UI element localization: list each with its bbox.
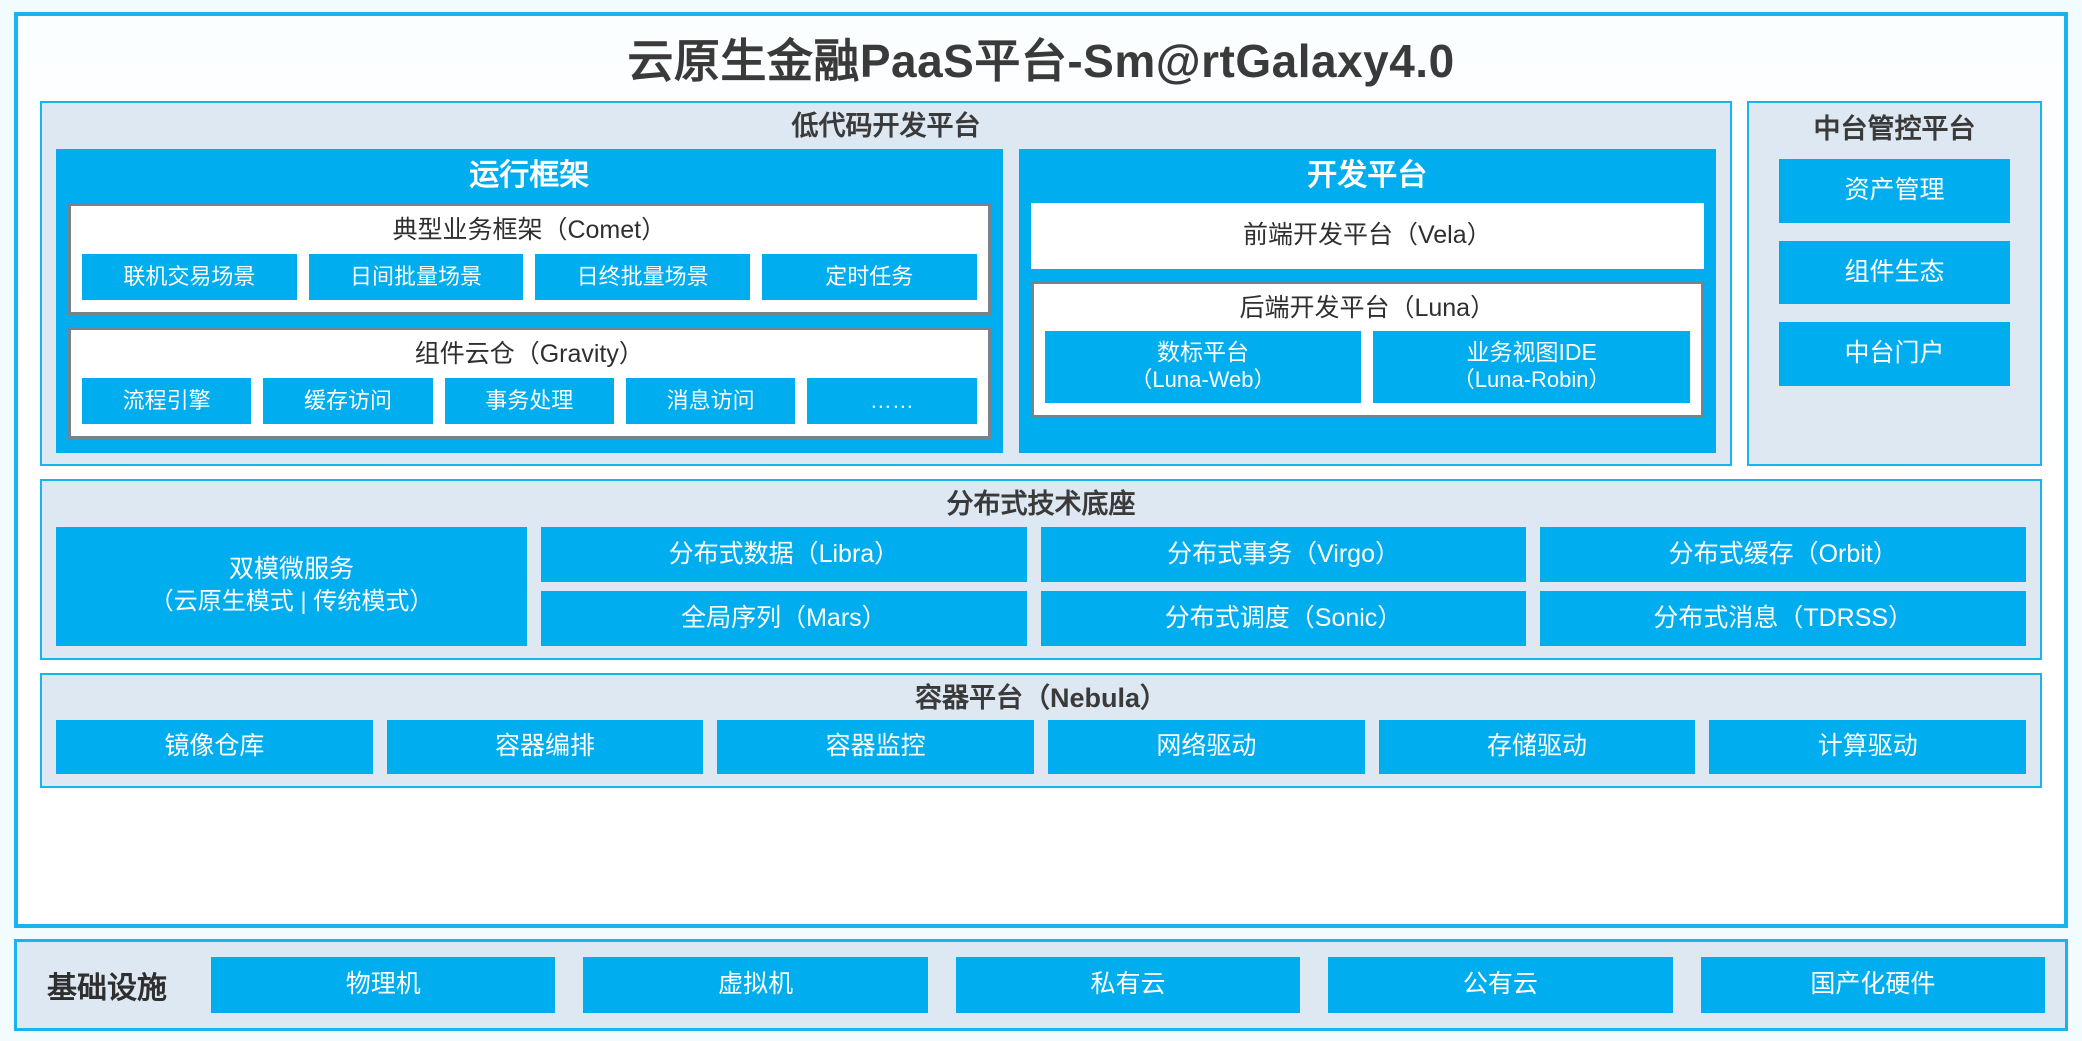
container-platform-body: 镜像仓库 容器编排 容器监控 网络驱动 存储驱动 计算驱动 [42, 720, 2040, 775]
comet-item-scheduled-task[interactable]: 定时任务 [761, 253, 977, 301]
distributed-col-3: 分布式缓存（Orbit） 分布式消息（TDRSS） [1540, 526, 2026, 646]
lowcode-platform-body: 运行框架 典型业务框架（Comet） 联机交易场景 日间批量场景 日终批量场景 … [42, 148, 1730, 454]
dist-item-distributed-transaction-virgo[interactable]: 分布式事务（Virgo） [1040, 526, 1527, 582]
development-platform-block: 开发平台 前端开发平台（Vela） 后端开发平台（Luna） 数标平台 （Lun… [1018, 148, 1716, 454]
gravity-title: 组件云仓（Gravity） [414, 340, 644, 369]
gravity-item-more[interactable]: …… [807, 377, 977, 425]
backend-platform-luna-box: 后端开发平台（Luna） 数标平台 （Luna-Web） 业务视图IDE （Lu… [1030, 280, 1704, 418]
container-item-compute-driver[interactable]: 计算驱动 [1709, 720, 2027, 775]
distributed-col-1: 分布式数据（Libra） 全局序列（Mars） [541, 526, 1027, 646]
gravity-item-transaction-processing[interactable]: 事务处理 [444, 377, 614, 425]
gravity-box: 组件云仓（Gravity） 流程引擎 缓存访问 事务处理 消息访问 …… [68, 327, 991, 440]
dist-item-global-sequence-mars[interactable]: 全局序列（Mars） [541, 590, 1027, 646]
runtime-framework-block: 运行框架 典型业务框架（Comet） 联机交易场景 日间批量场景 日终批量场景 … [56, 148, 1003, 454]
comet-item-eod-batch[interactable]: 日终批量场景 [535, 253, 750, 301]
distributed-base-title: 分布式技术底座 [946, 489, 1136, 520]
middle-control-platform-title: 中台管控平台 [1813, 114, 1976, 145]
gravity-chip-row: 流程引擎 缓存访问 事务处理 消息访问 …… [82, 377, 977, 425]
container-platform-panel: 容器平台（Nebula） 镜像仓库 容器编排 容器监控 网络驱动 存储驱动 计算… [40, 672, 2042, 789]
infra-item-public-cloud[interactable]: 公有云 [1328, 957, 1673, 1013]
container-item-monitoring[interactable]: 容器监控 [717, 720, 1035, 775]
container-item-storage-driver[interactable]: 存储驱动 [1378, 720, 1696, 775]
middle-control-platform-list: 资产管理 组件生态 中台门户 [1779, 158, 2010, 450]
luna-item-luna-robin[interactable]: 业务视图IDE （Luna-Robin） [1373, 331, 1691, 403]
luna-robin-code: （Luna-Robin） [1452, 366, 1611, 392]
top-row: 低代码开发平台 运行框架 典型业务框架（Comet） 联机交易场景 日间批量场景… [40, 101, 2042, 467]
lowcode-platform-panel: 低代码开发平台 运行框架 典型业务框架（Comet） 联机交易场景 日间批量场景… [40, 101, 1732, 467]
comet-chip-row: 联机交易场景 日间批量场景 日终批量场景 定时任务 [82, 253, 977, 301]
distributed-base-panel: 分布式技术底座 双模微服务 （云原生模式 | 传统模式） 分布式数据（Libra… [40, 479, 2042, 660]
runtime-framework-title: 运行框架 [469, 158, 590, 192]
distributed-col-microservice: 双模微服务 （云原生模式 | 传统模式） [56, 526, 528, 646]
midctl-item-component-ecosystem[interactable]: 组件生态 [1779, 240, 2010, 305]
middle-control-platform-panel: 中台管控平台 资产管理 组件生态 中台门户 [1747, 101, 2042, 467]
dist-item-dual-mode-microservice[interactable]: 双模微服务 （云原生模式 | 传统模式） [56, 526, 528, 646]
midctl-item-asset-management[interactable]: 资产管理 [1779, 158, 2010, 223]
infra-item-virtual-machine[interactable]: 虚拟机 [583, 957, 928, 1013]
platform-main-card: 云原生金融PaaS平台-Sm@rtGalaxy4.0 低代码开发平台 运行框架 … [14, 12, 2068, 928]
dist-item-distributed-cache-orbit[interactable]: 分布式缓存（Orbit） [1540, 526, 2026, 582]
page-title: 云原生金融PaaS平台-Sm@rtGalaxy4.0 [627, 35, 1455, 87]
gravity-item-message-access[interactable]: 消息访问 [625, 377, 796, 425]
distributed-col-2: 分布式事务（Virgo） 分布式调度（Sonic） [1040, 526, 1527, 646]
gravity-item-cache-access[interactable]: 缓存访问 [263, 377, 433, 425]
dist-item-distributed-data-libra[interactable]: 分布式数据（Libra） [541, 526, 1027, 582]
infra-item-private-cloud[interactable]: 私有云 [955, 957, 1301, 1013]
midctl-item-portal[interactable]: 中台门户 [1779, 322, 2010, 387]
container-platform-title: 容器平台（Nebula） [914, 682, 1168, 713]
lowcode-platform-title: 低代码开发平台 [791, 111, 981, 142]
luna-chip-row: 数标平台 （Luna-Web） 业务视图IDE （Luna-Robin） [1044, 331, 1691, 403]
luna-web-name: 数标平台 [1156, 339, 1249, 366]
distributed-base-body: 双模微服务 （云原生模式 | 传统模式） 分布式数据（Libra） 全局序列（M… [42, 526, 2040, 646]
development-platform-title: 开发平台 [1307, 158, 1428, 192]
dual-mode-microservice-line2: （云原生模式 | 传统模式） [149, 588, 434, 616]
comet-item-online-transaction[interactable]: 联机交易场景 [82, 253, 297, 301]
frontend-platform-vela[interactable]: 前端开发平台（Vela） [1030, 202, 1704, 269]
container-item-network-driver[interactable]: 网络驱动 [1048, 720, 1365, 775]
gravity-item-process-engine[interactable]: 流程引擎 [82, 377, 252, 425]
backend-platform-luna-title: 后端开发平台（Luna） [1239, 293, 1496, 322]
dist-item-distributed-message-tdrss[interactable]: 分布式消息（TDRSS） [1540, 590, 2026, 646]
infrastructure-items: 物理机 虚拟机 私有云 公有云 国产化硬件 [211, 957, 2046, 1013]
luna-web-code: （Luna-Web） [1130, 366, 1276, 392]
comet-box: 典型业务框架（Comet） 联机交易场景 日间批量场景 日终批量场景 定时任务 [68, 202, 991, 316]
comet-title: 典型业务框架（Comet） [392, 215, 667, 244]
infra-item-domestic-hardware[interactable]: 国产化硬件 [1700, 957, 2046, 1013]
infra-item-physical-machine[interactable]: 物理机 [211, 957, 556, 1013]
container-item-orchestration[interactable]: 容器编排 [386, 720, 704, 775]
luna-item-luna-web[interactable]: 数标平台 （Luna-Web） [1044, 331, 1362, 403]
comet-item-intraday-batch[interactable]: 日间批量场景 [308, 253, 524, 301]
dist-item-distributed-scheduling-sonic[interactable]: 分布式调度（Sonic） [1040, 590, 1527, 646]
luna-robin-name: 业务视图IDE [1466, 339, 1597, 366]
infrastructure-label: 基础设施 [47, 972, 167, 1005]
infrastructure-bar: 基础设施 物理机 虚拟机 私有云 公有云 国产化硬件 [14, 939, 2068, 1031]
container-item-image-registry[interactable]: 镜像仓库 [56, 720, 373, 775]
dual-mode-microservice-line1: 双模微服务 [229, 555, 355, 584]
